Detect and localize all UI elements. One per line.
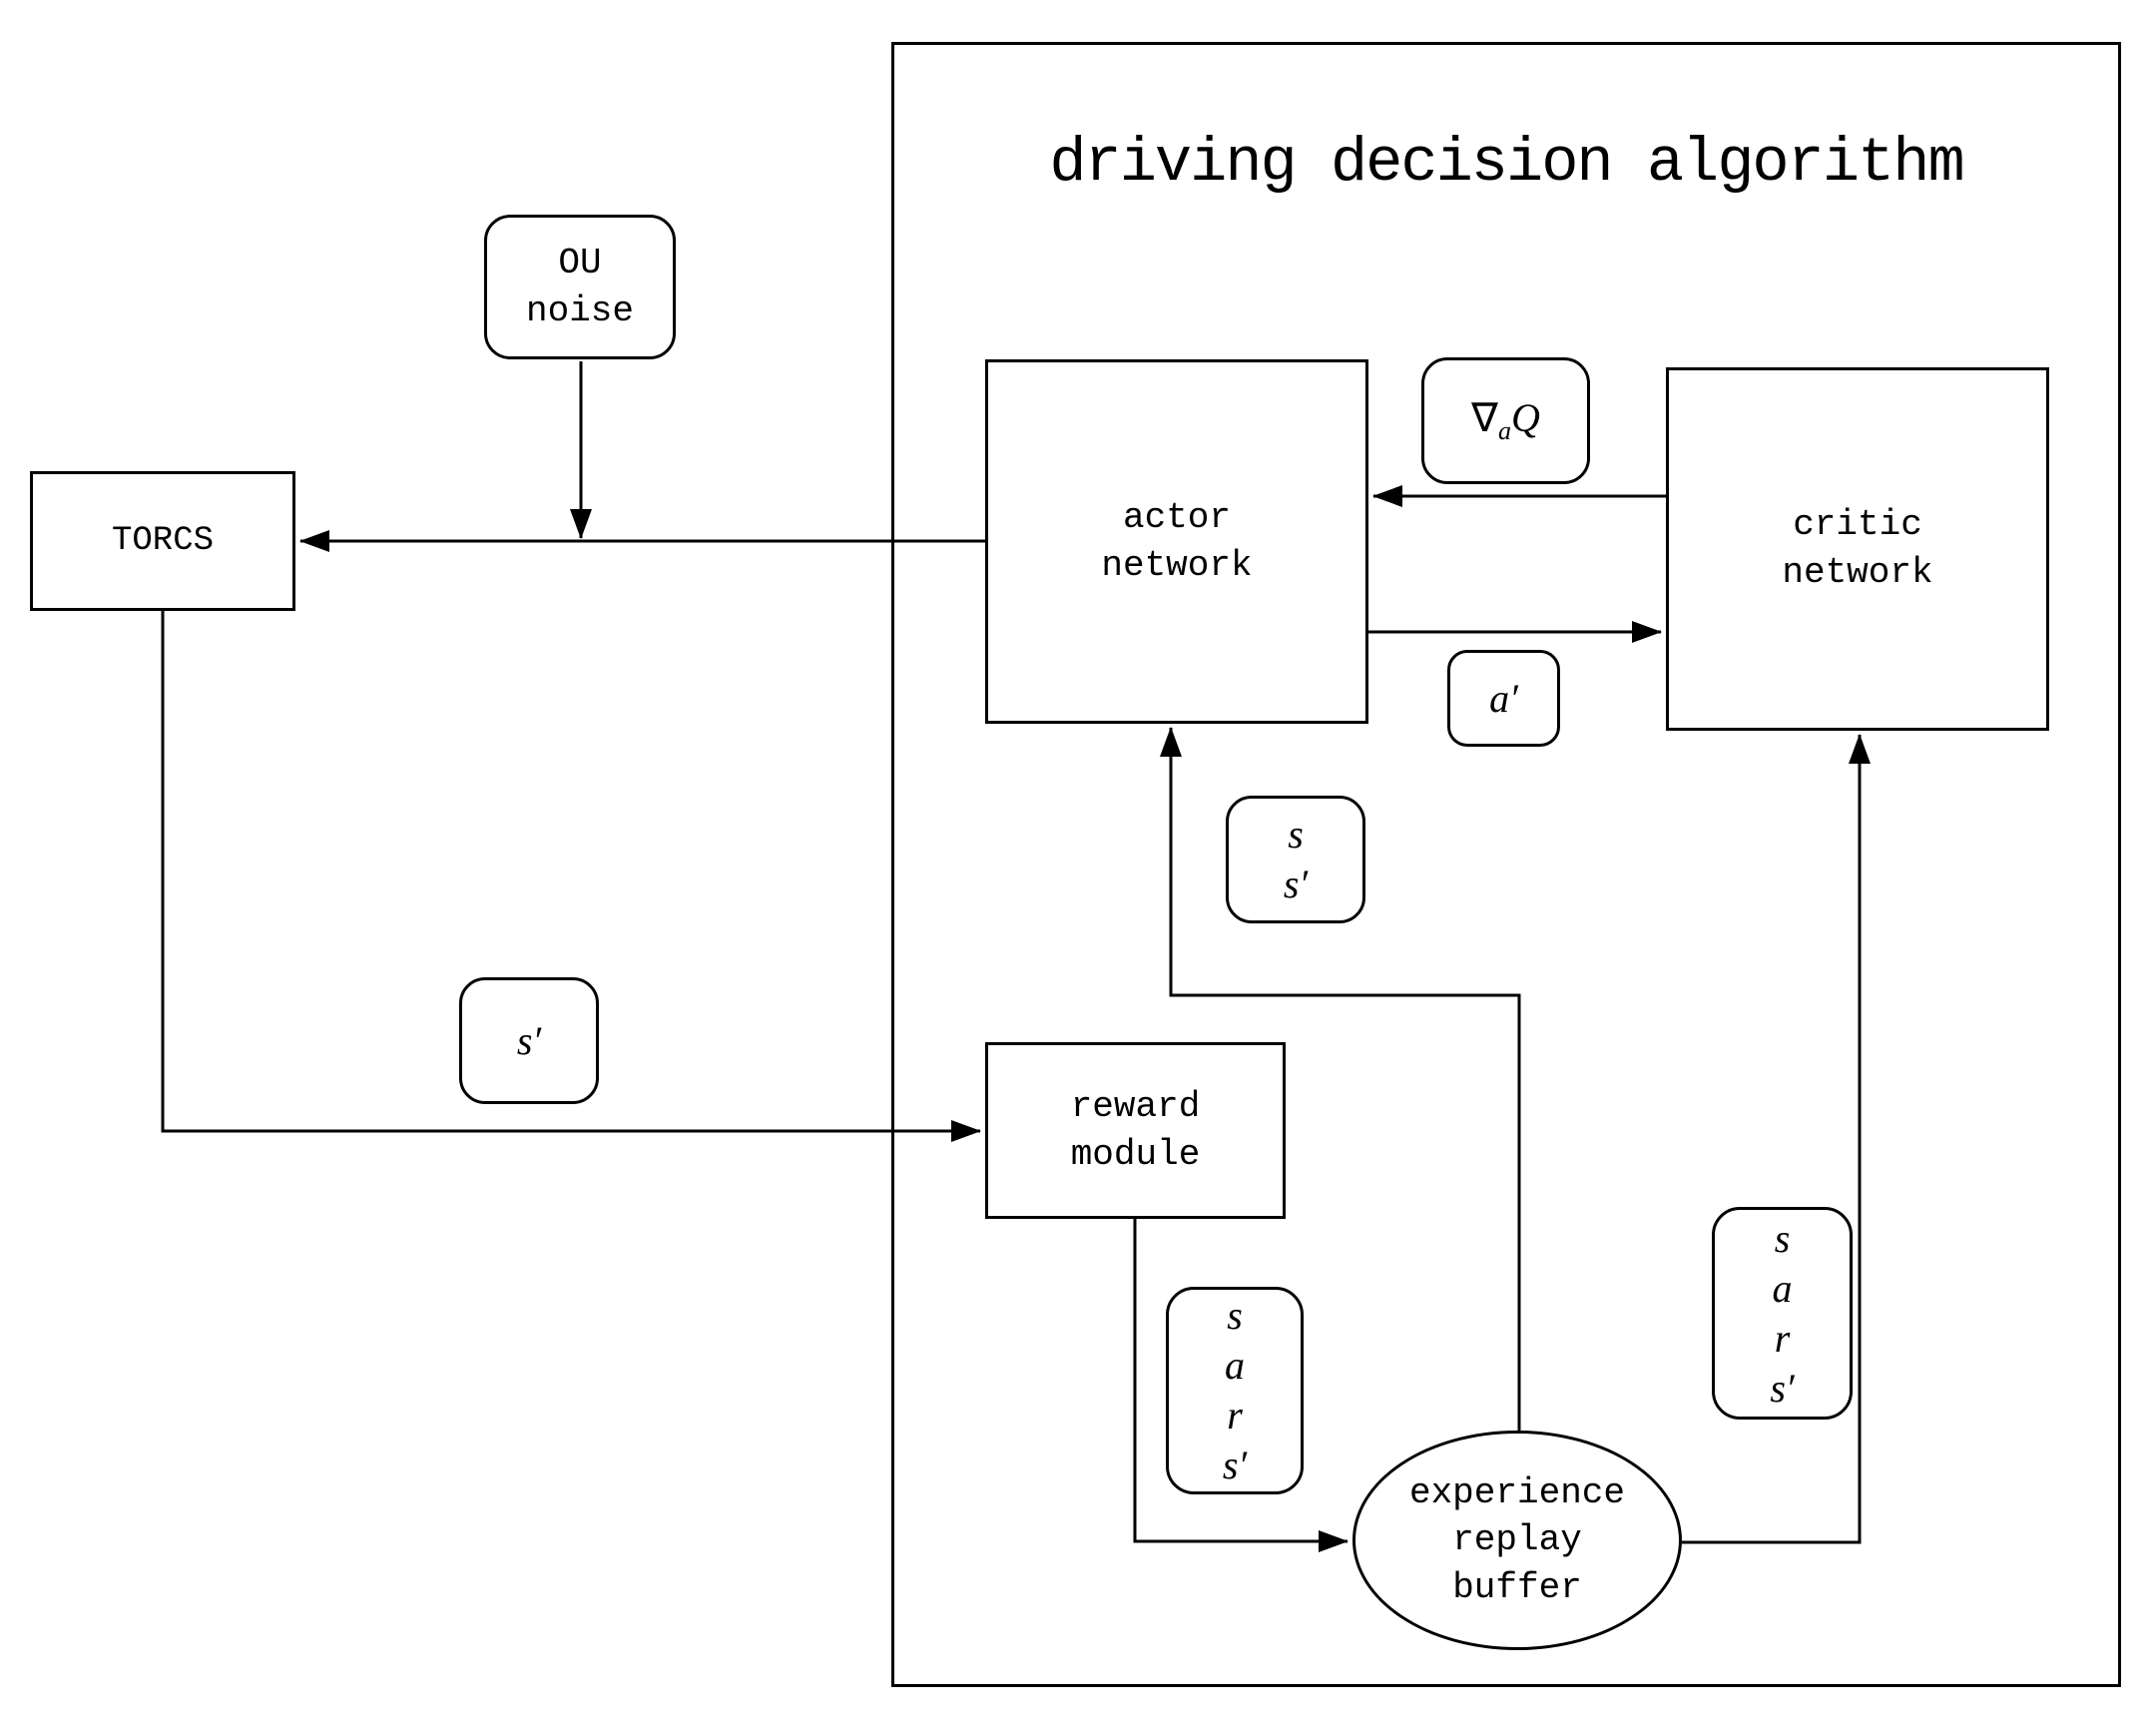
edge-label-a-prime: a′ (1447, 650, 1560, 747)
node-critic-network: critic network (1666, 367, 2049, 731)
buffer-label-line1: experience (1408, 1471, 1626, 1513)
edge-label-gradient-q: ∇aQ (1421, 357, 1590, 484)
critic-label-line2: network (1782, 552, 1933, 593)
s-prime-symbol: s′ (1283, 862, 1309, 906)
node-torcs: TORCS (30, 471, 295, 611)
edge-label-sars-right: s a r s′ (1712, 1207, 1853, 1420)
actor-label-line1: actor (1122, 496, 1232, 538)
node-reward-module: reward module (985, 1042, 1286, 1219)
buffer-label-line2: replay (1452, 1519, 1582, 1561)
connector-torcs-to-reward-state (161, 611, 981, 1142)
sars-left-r: r (1227, 1393, 1243, 1438)
edge-label-s-sprime: s s′ (1226, 796, 1365, 923)
reward-label-line1: reward (1070, 1085, 1201, 1127)
actor-label-line2: network (1101, 544, 1253, 586)
s-symbol: s (1288, 812, 1304, 857)
sars-right-r: r (1774, 1315, 1791, 1361)
connector-reward-to-buffer-transition (1133, 1219, 1348, 1552)
node-experience-replay-buffer: experience replay buffer (1352, 1431, 1682, 1650)
sars-right-s: s (1774, 1215, 1791, 1261)
algorithm-boundary-box (891, 42, 2121, 1687)
ou-noise-label-line1: OU (558, 242, 602, 284)
nabla-symbol: ∇ (1471, 395, 1498, 441)
connector-buffer-to-critic-transition (1682, 734, 1871, 1544)
connector-buffer-to-actor-states (1160, 727, 1521, 1431)
a-prime-symbol: a′ (1489, 675, 1518, 721)
gradient-subscript: a (1497, 416, 1511, 446)
gradient-q-formula: ∇aQ (1471, 393, 1540, 448)
gradient-q-symbol: Q (1510, 395, 1540, 441)
sars-right-sprime: s′ (1770, 1365, 1795, 1411)
sars-right-a: a (1772, 1265, 1793, 1311)
buffer-label-line3: buffer (1452, 1566, 1582, 1608)
torcs-label: TORCS (111, 521, 215, 560)
sars-left-s: s (1227, 1293, 1243, 1338)
node-ou-noise: OU noise (484, 215, 676, 359)
edge-label-sars-left: s a r s′ (1166, 1287, 1304, 1494)
sars-left-sprime: s′ (1222, 1443, 1248, 1487)
diagram-title: driving decision algorithm (1049, 128, 1964, 199)
critic-label-line1: critic (1793, 504, 1922, 546)
edge-label-s-prime: s′ (459, 977, 599, 1104)
node-actor-network: actor network (985, 359, 1368, 724)
s-prime-left-symbol: s′ (516, 1017, 542, 1063)
ou-noise-label-line2: noise (525, 289, 635, 331)
reward-label-line2: module (1070, 1133, 1201, 1175)
sars-left-a: a (1225, 1343, 1245, 1388)
